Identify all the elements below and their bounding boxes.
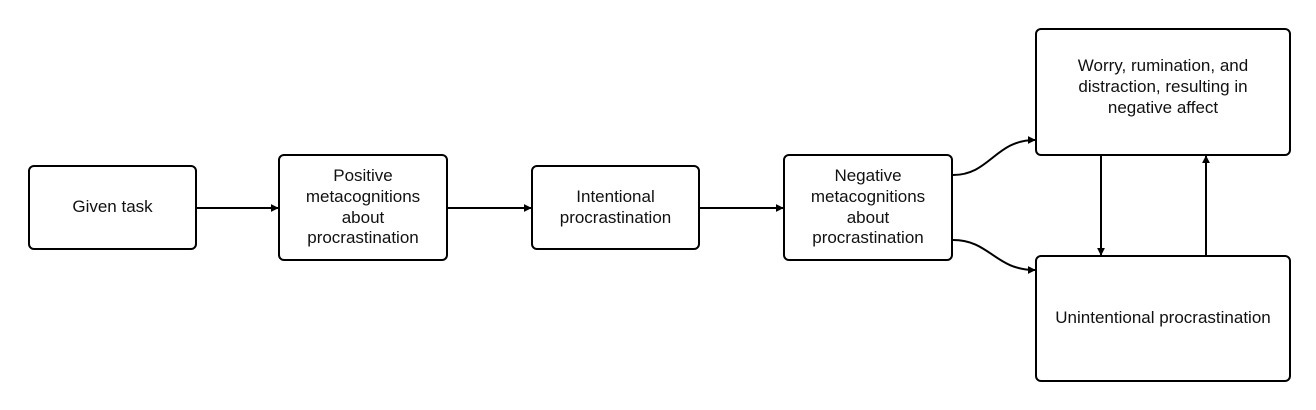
arrow-negative-to-unintentional (952, 239, 1036, 274)
node-given-task: Given task (28, 165, 197, 250)
node-positive-metacognitions: Positive metacognitions about procrastin… (278, 154, 448, 261)
node-unintentional-procrastination: Unintentional procrastination (1035, 255, 1291, 382)
node-intentional-procrastination: Intentional procrastination (531, 165, 700, 250)
node-positive-metacognitions-label: Positive metacognitions about procrastin… (305, 165, 421, 248)
arrow-negative-to-worry (952, 136, 1036, 176)
node-worry-rumination: Worry, rumination, and distraction, resu… (1035, 28, 1291, 156)
node-given-task-label: Given task (72, 197, 153, 217)
node-negative-metacognitions-label: Negative metacognitions about procrastin… (810, 165, 926, 248)
node-intentional-procrastination-label: Intentional procrastination (559, 186, 672, 227)
node-negative-metacognitions: Negative metacognitions about procrastin… (783, 154, 953, 261)
node-worry-rumination-label: Worry, rumination, and distraction, resu… (1077, 56, 1249, 117)
node-unintentional-procrastination-label: Unintentional procrastination (1055, 308, 1271, 328)
